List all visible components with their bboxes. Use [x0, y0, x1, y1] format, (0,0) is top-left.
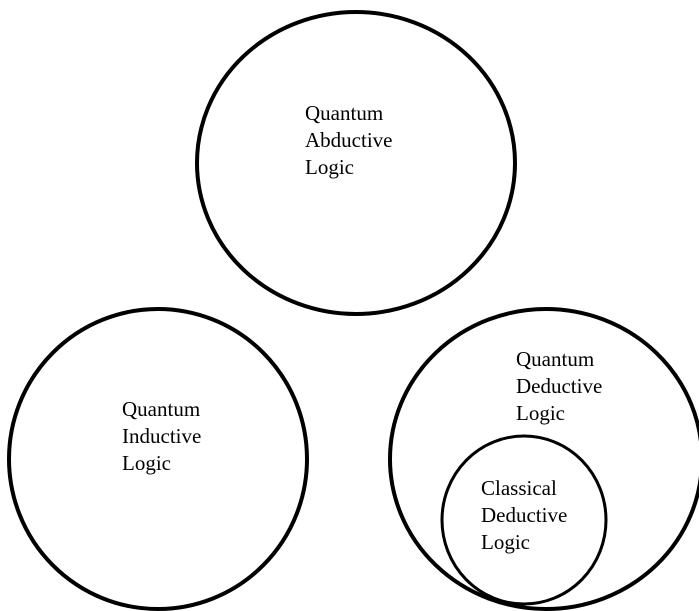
label-line: Classical [481, 476, 557, 500]
classical-deductive-logic-label: Classical Deductive Logic [481, 475, 567, 556]
quantum-deductive-logic-label: Quantum Deductive Logic [516, 346, 602, 427]
label-line: Quantum [122, 397, 201, 421]
label-line: Logic [516, 401, 565, 425]
classical-deductive-logic-circle [440, 434, 608, 606]
quantum-abductive-logic-circle [195, 10, 517, 316]
quantum-deductive-logic-circle [388, 307, 699, 611]
label-line: Logic [481, 530, 530, 554]
quantum-inductive-logic-label: Quantum Inductive Logic [122, 396, 201, 477]
label-line: Quantum [305, 101, 384, 125]
label-line: Inductive [122, 424, 202, 448]
label-line: Deductive [481, 503, 568, 527]
label-line: Logic [122, 451, 171, 475]
quantum-abductive-logic-label: Quantum Abductive Logic [305, 100, 392, 181]
label-line: Abductive [305, 128, 393, 152]
label-line: Quantum [516, 347, 595, 371]
quantum-inductive-logic-circle [7, 307, 309, 611]
label-line: Logic [305, 155, 354, 179]
label-line: Deductive [516, 374, 603, 398]
